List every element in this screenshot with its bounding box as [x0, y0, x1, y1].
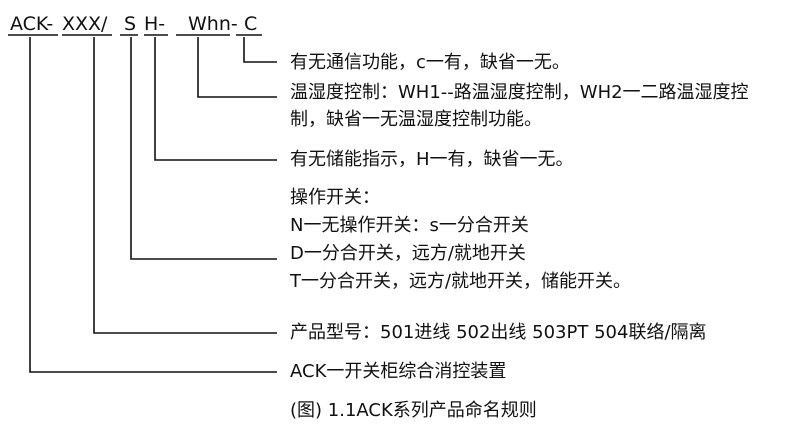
code-model-placeholder: XXX/ [62, 13, 108, 35]
desc-switch-n: N一无操作开关：s一分合开关 [290, 215, 529, 236]
desc-storage: 有无储能指示，H一有，缺省一无。 [290, 149, 574, 170]
leader-storage [154, 37, 277, 161]
code-storage-option: H- [144, 13, 165, 35]
code-switch-option: S [124, 13, 136, 35]
desc-humidity-line2: 制，缺省一无温湿度控制功能。 [290, 109, 542, 130]
desc-switch-d: D一分合开关，远方/就地开关 [290, 243, 526, 264]
desc-model-number: 产品型号：501进线 502出线 503PT 504联络/隔离 [290, 322, 707, 343]
code-comm-option: C [244, 13, 257, 35]
desc-switch-title: 操作开关： [290, 187, 380, 208]
desc-comm: 有无通信功能，c一有，缺省一无。 [290, 52, 570, 73]
code-humidity-option: Whn- [188, 13, 238, 35]
leader-model [93, 37, 277, 334]
leader-comm [243, 37, 277, 63]
desc-humidity-line1: 温湿度控制：WH1--路温湿度控制，WH2一二路温湿度控 [290, 82, 749, 103]
leader-switch [130, 37, 277, 260]
code-prefix-ack: ACK- [10, 13, 53, 35]
leader-ack [29, 37, 277, 373]
leader-humidity [197, 37, 277, 98]
desc-ack: ACK一开关柜综合消控装置 [290, 361, 506, 382]
figure-caption: (图) 1.1ACK系列产品命名规则 [290, 400, 537, 421]
desc-switch-t: T一分合开关，远方/就地开关，储能开关。 [289, 271, 631, 292]
